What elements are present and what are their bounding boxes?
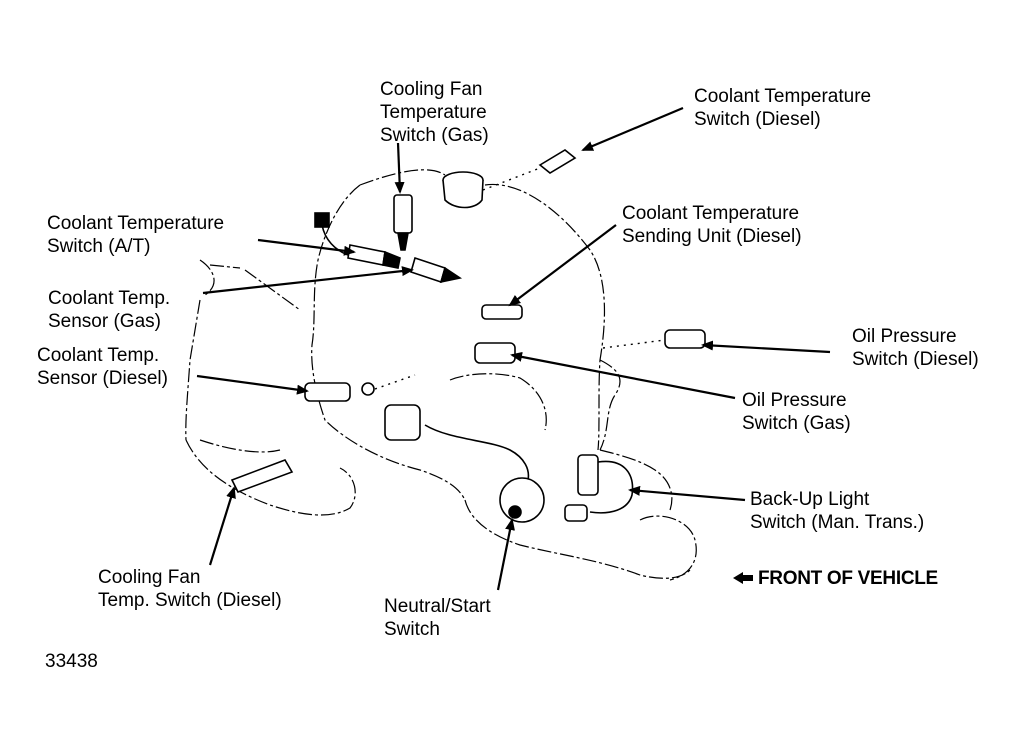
label-oil-pressure-diesel: Oil Pressure Switch (Diesel) bbox=[852, 326, 979, 370]
label-coolant-temp-sensor-gas: Coolant Temp. Sensor (Gas) bbox=[48, 288, 171, 332]
arrow-backup-light bbox=[628, 485, 746, 502]
label-backup-light-switch: Back-Up Light Switch (Man. Trans.) bbox=[750, 489, 925, 533]
label-coolant-temp-switch-at: Coolant Temperature Switch (A/T) bbox=[47, 213, 225, 257]
arrow-coolant-switch-diesel bbox=[581, 106, 684, 152]
label-cooling-fan-diesel: Cooling Fan Temp. Switch (Diesel) bbox=[98, 567, 282, 611]
label-coolant-temp-sending-diesel: Coolant Temperature Sending Unit (Diesel… bbox=[622, 203, 802, 247]
arrow-cooling-fan-diesel bbox=[208, 486, 236, 566]
arrow-sending-unit-diesel bbox=[508, 224, 617, 307]
arrow-oil-diesel bbox=[701, 340, 831, 354]
label-coolant-temp-switch-diesel: Coolant Temperature Switch (Diesel) bbox=[694, 86, 872, 130]
arrow-neutral-start bbox=[496, 518, 515, 591]
leader-arrows bbox=[196, 106, 831, 591]
dotted-guides bbox=[374, 167, 666, 390]
label-neutral-start-switch: Neutral/Start Switch bbox=[384, 596, 491, 640]
radiator-cap bbox=[442, 171, 484, 209]
front-arrow-icon bbox=[733, 572, 753, 584]
label-coolant-temp-sensor-diesel: Coolant Temp. Sensor (Diesel) bbox=[37, 345, 168, 389]
arrow-oil-gas bbox=[510, 351, 736, 400]
figure-number: 33438 bbox=[45, 651, 98, 672]
arrow-coolant-switch-at bbox=[257, 238, 356, 256]
arrow-cooling-fan-gas bbox=[394, 142, 405, 194]
label-front-of-vehicle: FRONT OF VEHICLE bbox=[758, 568, 938, 589]
arrow-sensor-diesel bbox=[196, 374, 309, 395]
label-cooling-fan-gas: Cooling Fan Temperature Switch (Gas) bbox=[380, 79, 489, 146]
label-oil-pressure-gas: Oil Pressure Switch (Gas) bbox=[742, 390, 851, 434]
arrow-sensor-gas bbox=[202, 266, 414, 295]
